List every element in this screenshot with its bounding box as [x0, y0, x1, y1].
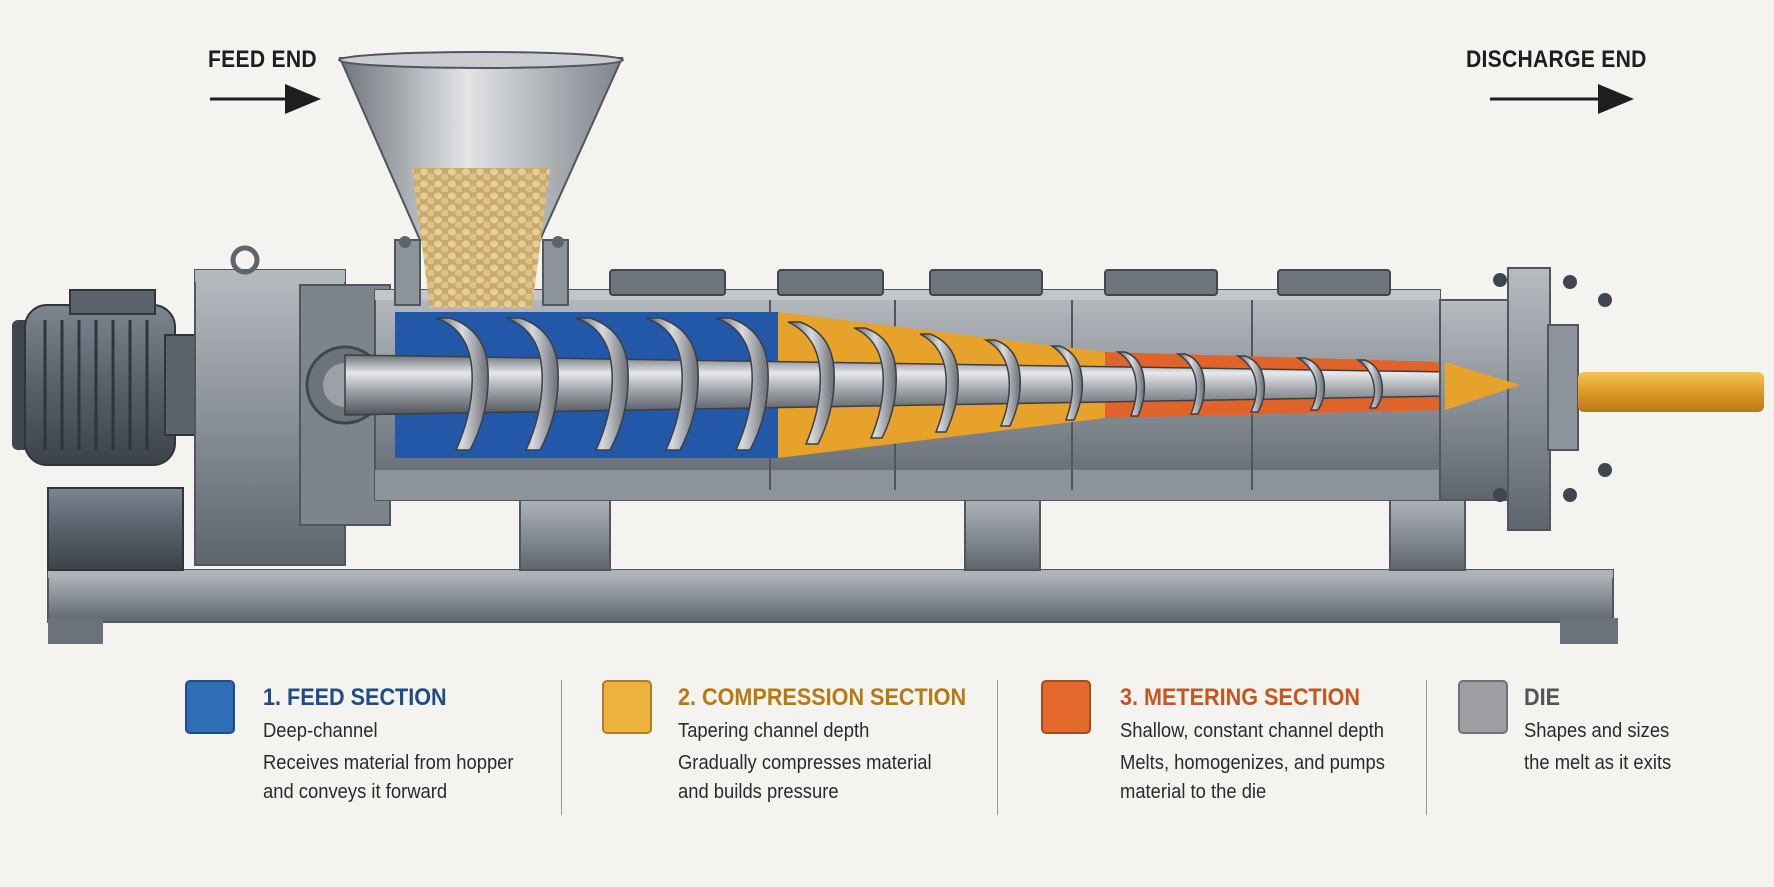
- metering-swatch: [1041, 680, 1091, 734]
- legend-line: the melt as it exits: [1524, 752, 1672, 774]
- feed-swatch: [185, 680, 235, 734]
- die-icon: [1439, 267, 1764, 531]
- die-swatch: [1458, 680, 1508, 734]
- extrudate: [1578, 372, 1764, 412]
- legend-line: Melts, homogenizes, and pumps: [1120, 752, 1385, 774]
- screw-icon: [344, 317, 1541, 451]
- legend-line: Receives material from hopper: [263, 752, 514, 774]
- legend-line: and builds pressure: [678, 781, 839, 803]
- legend-divider: [1426, 680, 1427, 815]
- discharge-end-label: DISCHARGE END: [1466, 46, 1647, 73]
- legend-title: DIE: [1524, 684, 1561, 711]
- legend-title: 3. METERING SECTION: [1120, 684, 1361, 711]
- legend-title: 1. FEED SECTION: [263, 684, 447, 711]
- base-frame: [47, 491, 1618, 644]
- legend-divider: [997, 680, 998, 815]
- pellets: [412, 168, 550, 308]
- compression-swatch: [602, 680, 652, 734]
- legend-divider: [561, 680, 562, 815]
- legend-line: Tapering channel depth: [678, 720, 870, 742]
- legend-line: Shapes and sizes: [1524, 720, 1670, 742]
- hopper-icon: [338, 51, 624, 308]
- legend-line: Deep-channel: [263, 720, 378, 742]
- motor-icon: [12, 289, 201, 571]
- legend-line: Gradually compresses material: [678, 752, 932, 774]
- legend-line: and conveys it forward: [263, 781, 448, 803]
- legend-line: material to the die: [1120, 781, 1267, 803]
- legend-title: 2. COMPRESSION SECTION: [678, 684, 967, 711]
- legend-line: Shallow, constant channel depth: [1120, 720, 1384, 742]
- feed-end-label: FEED END: [208, 46, 317, 73]
